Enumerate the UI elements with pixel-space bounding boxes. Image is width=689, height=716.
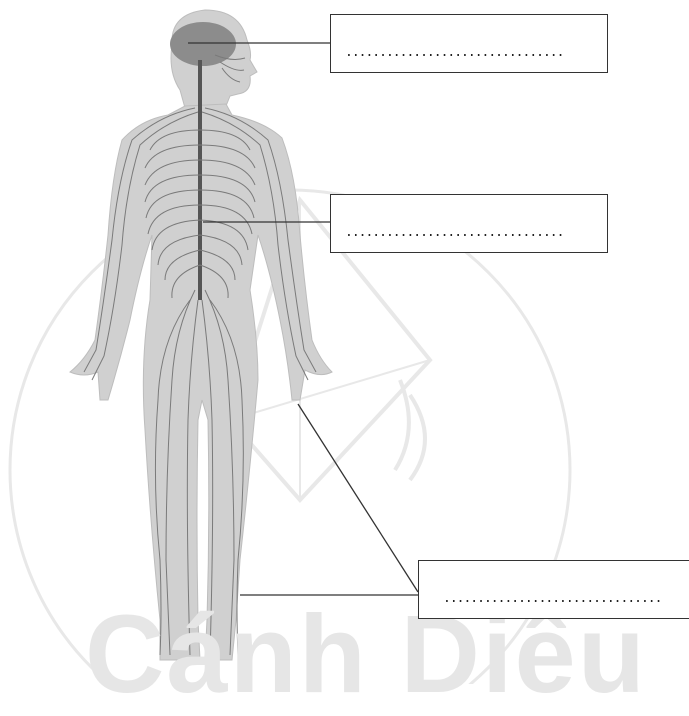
brain-shape bbox=[170, 22, 236, 66]
brain-label-box[interactable]: ................................ bbox=[330, 14, 608, 73]
spinal-cord-answer-blank[interactable]: ................................ bbox=[345, 225, 597, 240]
brain-answer-blank[interactable]: ................................ bbox=[345, 45, 597, 60]
nerves-answer-blank[interactable]: ................................ bbox=[443, 591, 689, 606]
spinal-cord-label-box[interactable]: ................................ bbox=[330, 194, 608, 253]
nerve-leader-upper bbox=[298, 404, 418, 592]
nerves-label-box[interactable]: ................................ bbox=[418, 560, 689, 619]
